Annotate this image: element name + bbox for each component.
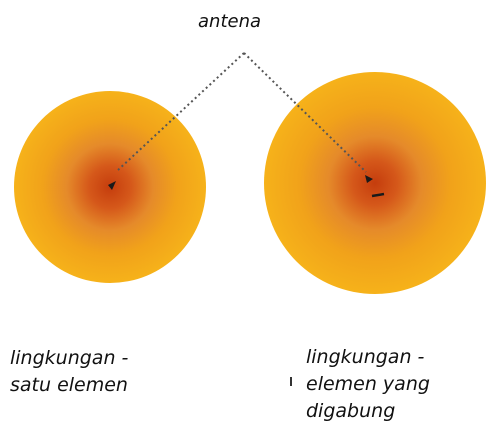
antenna-label: antena	[198, 8, 261, 35]
single-element-caption-line-2: satu elemen	[10, 372, 128, 399]
single-element-caption: lingkungan - satu elemen	[10, 345, 128, 399]
combined-element-caption-line-2: elemen yang	[306, 371, 430, 398]
single-element-caption-line-1: lingkungan -	[10, 345, 128, 372]
combined-element-caption-line-3: digabung	[306, 398, 430, 425]
combined-element-coverage	[264, 72, 486, 294]
combined-element-caption: lingkungan - elemen yang digabung	[306, 344, 430, 425]
combined-element-caption-line-1: lingkungan -	[306, 344, 430, 371]
single-element-coverage	[14, 91, 206, 283]
stray-tick-mark	[290, 377, 292, 386]
combined-element-circle	[264, 72, 486, 294]
